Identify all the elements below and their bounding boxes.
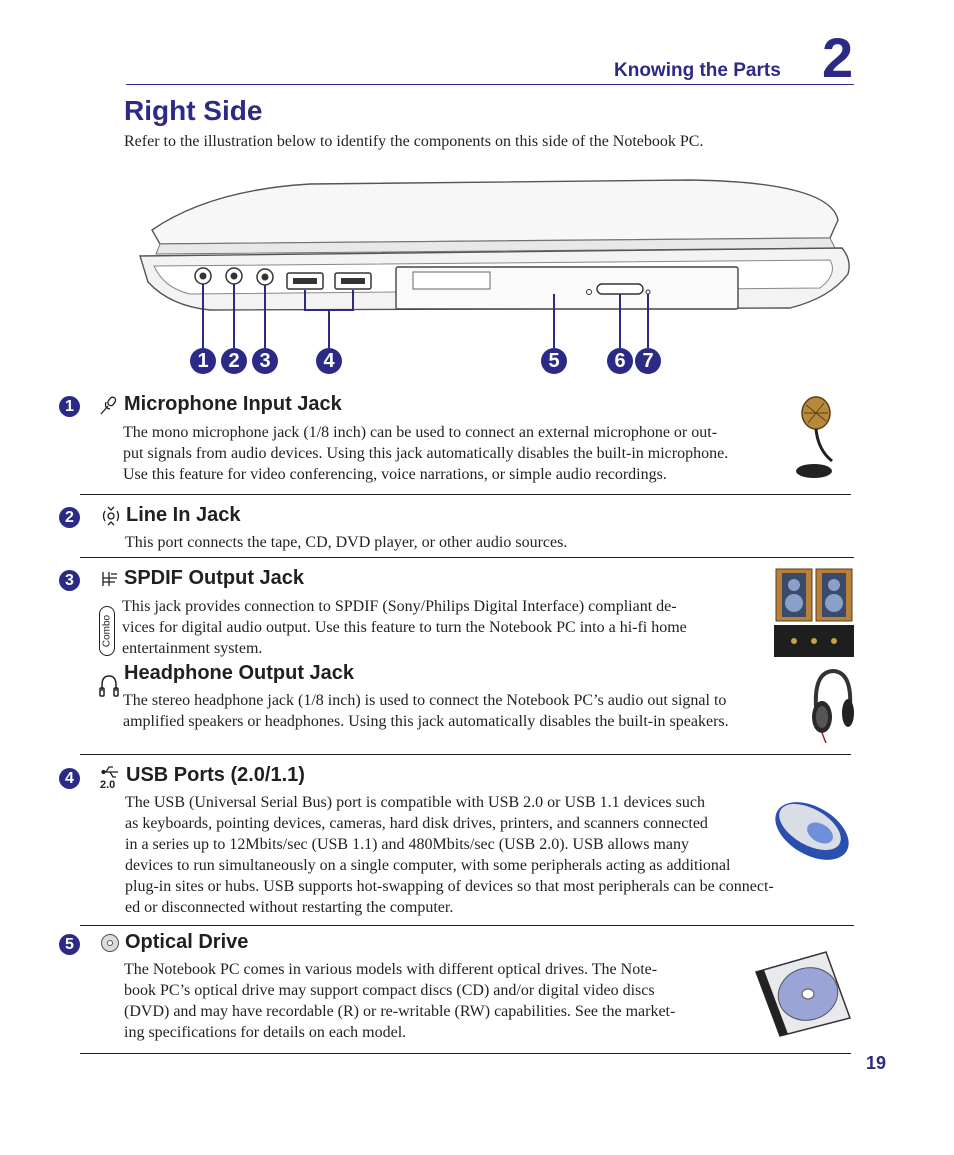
figure-callout-4: 4 xyxy=(316,348,342,374)
section-divider xyxy=(80,494,851,495)
section-divider xyxy=(80,925,854,926)
cd-case-photo xyxy=(755,951,851,1037)
body-line: in a series up to 12Mbits/sec (USB 1.1) … xyxy=(125,836,689,853)
body-line: (DVD) and may have recordable (R) or re-… xyxy=(124,1003,676,1020)
body-line: ed or disconnected without restarting th… xyxy=(125,899,454,916)
section-title-line-in: Line In Jack xyxy=(126,504,241,526)
body-line: vices for digital audio output. Use this… xyxy=(122,619,687,636)
figure-callout-5: 5 xyxy=(541,348,567,374)
body-line: The Notebook PC comes in various models … xyxy=(124,961,658,978)
section-title-optical-drive: Optical Drive xyxy=(125,931,249,953)
body-line: The USB (Universal Serial Bus) port is c… xyxy=(125,794,705,811)
laptop-right-side-illustration xyxy=(139,179,850,348)
body-line: This jack provides connection to SPDIF (… xyxy=(122,598,677,615)
intro-text: Refer to the illustration below to ident… xyxy=(124,133,704,150)
body-line: Use this feature for video conferencing,… xyxy=(123,466,667,483)
headphone-icon xyxy=(98,673,120,699)
figure-callout-1: 1 xyxy=(190,348,216,374)
chapter-number: 2 xyxy=(822,26,854,89)
headphones-photo xyxy=(812,668,854,743)
section-body-spdif: This jack provides connection to SPDIF (… xyxy=(122,596,782,659)
line-in-icon xyxy=(100,505,122,527)
body-line: ing specifications for details on each m… xyxy=(124,1024,407,1041)
body-line: amplified speakers or headphones. Using … xyxy=(123,713,729,730)
body-line: plug-in sites or hubs. USB supports hot-… xyxy=(125,878,774,895)
section-body-optical-drive: The Notebook PC comes in various models … xyxy=(124,959,744,1043)
section-divider xyxy=(80,557,854,558)
figure-callout-7: 7 xyxy=(635,348,661,374)
section-number-3: 3 xyxy=(59,570,80,591)
section-body-microphone: The mono microphone jack (1/8 inch) can … xyxy=(123,422,803,485)
section-number-2: 2 xyxy=(59,507,80,528)
chapter-title: Knowing the Parts xyxy=(614,60,781,81)
usb-icon xyxy=(101,764,121,780)
section-body-usb: The USB (Universal Serial Bus) port is c… xyxy=(125,792,850,918)
body-line: entertainment system. xyxy=(122,640,263,657)
mouse-photo xyxy=(775,802,849,860)
section-title-usb: USB Ports (2.0/1.1) xyxy=(126,764,305,786)
body-line: The stereo headphone jack (1/8 inch) is … xyxy=(123,692,727,709)
section-title-headphone: Headphone Output Jack xyxy=(124,662,355,684)
usb-version-label: 2.0 xyxy=(100,779,116,791)
body-line: as keyboards, pointing devices, cameras,… xyxy=(125,815,708,832)
section-divider xyxy=(80,1053,851,1054)
section-title-microphone: Microphone Input Jack xyxy=(124,393,342,415)
section-divider xyxy=(80,754,851,755)
speakers-photo xyxy=(774,568,854,657)
body-line: The mono microphone jack (1/8 inch) can … xyxy=(123,424,718,441)
combo-label: Combo xyxy=(101,614,113,648)
figure-callout-3: 3 xyxy=(252,348,278,374)
section-body-line-in: This port connects the tape, CD, DVD pla… xyxy=(125,532,805,553)
body-line: This port connects the tape, CD, DVD pla… xyxy=(125,534,568,551)
body-line: put signals from audio devices. Using th… xyxy=(123,445,729,462)
section-body-headphone: The stereo headphone jack (1/8 inch) is … xyxy=(123,690,803,732)
section-number-5: 5 xyxy=(59,934,80,955)
section-number-4: 4 xyxy=(59,768,80,789)
page-number: 19 xyxy=(866,1053,887,1073)
spdif-icon xyxy=(99,568,121,590)
section-number-1: 1 xyxy=(59,396,80,417)
figure-callout-6: 6 xyxy=(607,348,633,374)
header-rule xyxy=(126,84,854,85)
body-line: book PC’s optical drive may support comp… xyxy=(124,982,655,999)
optical-disc-icon xyxy=(100,933,120,953)
combo-badge: Combo xyxy=(99,606,115,656)
page-title: Right Side xyxy=(124,95,263,126)
body-line: devices to run simultaneously on a singl… xyxy=(125,857,731,874)
section-title-spdif: SPDIF Output Jack xyxy=(124,567,305,589)
microphone-photo xyxy=(796,396,833,478)
figure-callout-2: 2 xyxy=(221,348,247,374)
microphone-icon xyxy=(98,395,120,417)
